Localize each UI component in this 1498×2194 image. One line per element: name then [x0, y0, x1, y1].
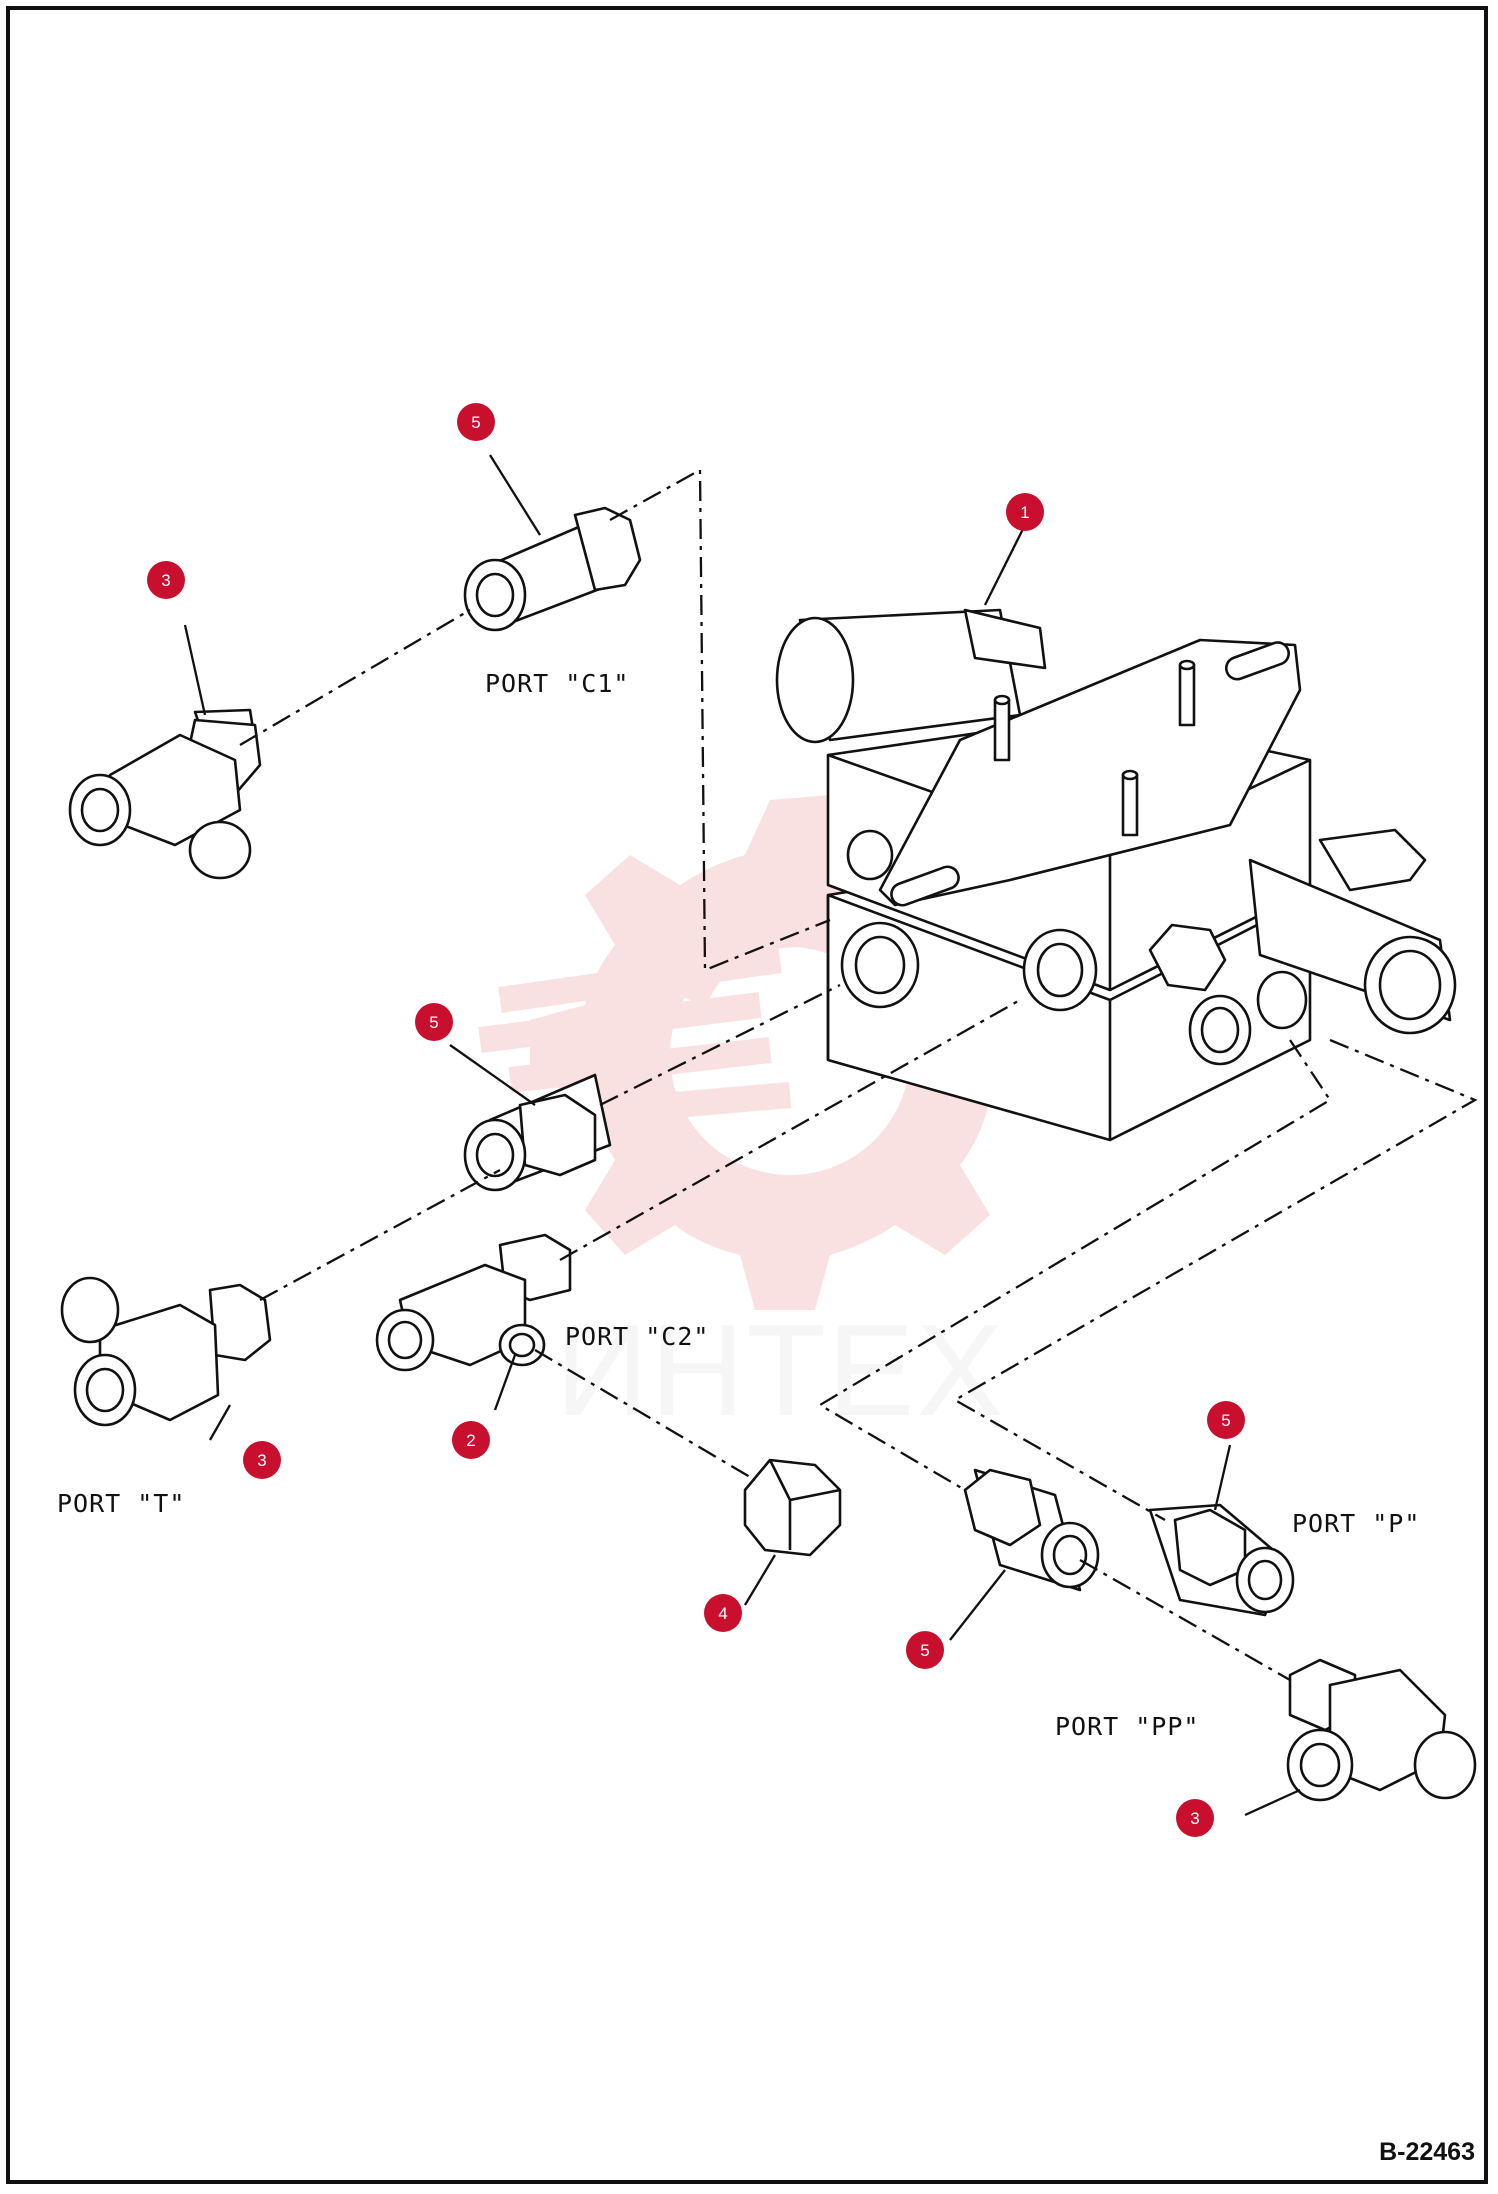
- callout-leaders: [183, 454, 1301, 1817]
- port-t-label: PORT "T": [57, 1489, 185, 1518]
- callout-number: 3: [257, 1451, 266, 1470]
- callout-badge: [243, 1441, 281, 1479]
- tee-fitting-c1-part-3[interactable]: [68, 708, 262, 880]
- adapter-c1-part-5[interactable]: [463, 506, 642, 632]
- port-c1-label: PORT "C1": [485, 669, 629, 698]
- callout-2[interactable]: 2: [452, 1421, 490, 1459]
- callout-5-p[interactable]: 5: [1207, 1401, 1245, 1439]
- callout-5-c1[interactable]: 5: [457, 403, 495, 441]
- callout-number: 5: [471, 413, 480, 432]
- elbow-fitting-c2-part-2[interactable]: [375, 1233, 572, 1372]
- adapter-t-part-5[interactable]: [463, 1073, 612, 1192]
- callout-5-t[interactable]: 5: [415, 1003, 453, 1041]
- drawing-number: B-22463: [1379, 2138, 1475, 2166]
- watermark-text: ИНТЕХ: [555, 1297, 1005, 1443]
- callout-badge: [1176, 1799, 1214, 1837]
- callout-5-pp[interactable]: 5: [906, 1631, 944, 1669]
- adapter-pp-part-5[interactable]: [963, 1468, 1100, 1592]
- callout-badge: [147, 561, 185, 599]
- tee-fitting-pp-part-3[interactable]: [1286, 1658, 1477, 1802]
- adapter-p-part-5[interactable]: [1148, 1503, 1295, 1617]
- connection-centerlines: [239, 468, 1478, 1681]
- callout-badge: [415, 1003, 453, 1041]
- tee-fitting-t-part-3[interactable]: [60, 1276, 272, 1427]
- callout-badge: [704, 1594, 742, 1632]
- callout-number: 1: [1020, 503, 1029, 522]
- callout-1[interactable]: 1: [1006, 493, 1044, 531]
- drawing-frame: [6, 6, 1488, 2184]
- port-c2-label: PORT "C2": [565, 1322, 709, 1351]
- callout-number: 5: [920, 1641, 929, 1660]
- callout-badge: [906, 1631, 944, 1669]
- cap-part-4[interactable]: [743, 1458, 842, 1557]
- callout-badge: [452, 1421, 490, 1459]
- callout-3-c1[interactable]: 3: [147, 561, 185, 599]
- callout-number: 5: [429, 1013, 438, 1032]
- callout-number: 5: [1221, 1411, 1230, 1430]
- callout-number: 2: [466, 1431, 475, 1450]
- callout-number: 3: [1190, 1809, 1199, 1828]
- callout-badge: [457, 403, 495, 441]
- callout-badge: [1207, 1401, 1245, 1439]
- valve-body-part-1[interactable]: [775, 608, 1457, 1142]
- callout-badge: [1006, 493, 1044, 531]
- callout-number: 3: [161, 571, 170, 590]
- port-p-label: PORT "P": [1292, 1509, 1420, 1538]
- callout-3-pp[interactable]: 3: [1176, 1799, 1214, 1837]
- port-pp-label: PORT "PP": [1055, 1712, 1199, 1741]
- callout-3-t[interactable]: 3: [243, 1441, 281, 1479]
- callout-4[interactable]: 4: [704, 1594, 742, 1632]
- callout-number: 4: [718, 1604, 727, 1623]
